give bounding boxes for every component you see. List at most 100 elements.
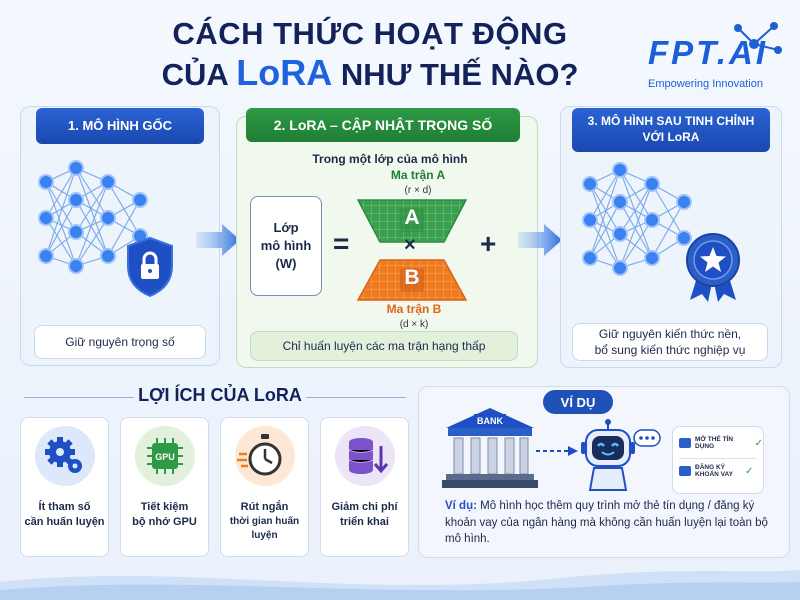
network-node <box>612 162 628 178</box>
times-sign: × <box>404 234 416 256</box>
matrix-a-dim: (r × d) <box>404 184 432 196</box>
network-node-icon <box>734 22 782 54</box>
network-node <box>100 248 116 264</box>
title-prefix: CỦA <box>161 56 228 92</box>
neural-network-icon <box>582 162 692 276</box>
benefit-text: Ít tham số cần huấn luyện <box>23 500 106 531</box>
network-node <box>582 212 598 228</box>
benefit-line-2: triển khai <box>340 516 389 529</box>
network-edge <box>619 169 653 259</box>
step3-footer: Giữ nguyên kiến thức nền, bổ sung kiến t… <box>572 323 768 361</box>
network-node <box>612 194 628 210</box>
example-description: Ví dụ: Mô hình học thêm quy trình mở thẻ… <box>445 498 775 548</box>
matrix-b-shape <box>356 259 468 301</box>
matrix-b-label: Ma trận B (d × k) <box>366 302 462 331</box>
benefit-card: Giảm chi phí triển khai <box>320 417 409 557</box>
network-node <box>612 260 628 276</box>
benefit-line-2: bộ nhớ GPU <box>132 516 197 529</box>
page-title: CÁCH THỨC HOẠT ĐỘNG CỦA LoRA NHƯ THẾ NÀO… <box>140 16 600 93</box>
dashed-arrow-icon <box>536 446 578 456</box>
logo-tagline: Empowering Innovation <box>648 78 763 90</box>
title-line-2: CỦA LoRA NHƯ THẾ NÀO? <box>140 52 600 93</box>
benefit-text: Rút ngắn thời gian huấn luyện <box>223 500 306 543</box>
network-edge <box>589 219 621 269</box>
step2-header: 2. LoRA – CẬP NHẬT TRỌNG SỐ <box>246 108 520 142</box>
network-edge <box>589 169 621 221</box>
layer-line-3: (W) <box>275 256 297 272</box>
matrix-a-letter: A <box>404 206 420 229</box>
gpu-chip-icon: GPU <box>147 438 183 474</box>
star-badge-icon <box>686 233 740 302</box>
matrix-a-name: Ma trận A <box>390 168 446 182</box>
network-edge <box>45 167 77 219</box>
step3-header: 3. MÔ HÌNH SAU TINH CHỈNH VỚI LoRA <box>572 108 770 152</box>
layer-line-2: mô hình <box>260 237 312 253</box>
model-layer-box: Lớp mô hình (W) <box>250 196 322 296</box>
network-node <box>38 174 54 190</box>
neural-network-icon <box>38 160 148 274</box>
title-suffix: NHƯ THẾ NÀO? <box>340 56 579 92</box>
network-node <box>132 192 148 208</box>
check-icon: ✓ <box>754 437 763 449</box>
network-edge <box>589 169 621 259</box>
network-node <box>612 226 628 242</box>
network-node <box>68 160 84 176</box>
network-edge <box>75 181 109 267</box>
divider <box>306 397 406 398</box>
title-highlight: LoRA <box>236 51 333 93</box>
network-edge <box>75 199 109 257</box>
step3-footer-line-2: bổ sung kiến thức nghiệp vụ <box>594 343 746 357</box>
network-node <box>644 250 660 266</box>
benefit-text: Tiết kiệm bộ nhớ GPU <box>123 500 206 531</box>
logo-text: FPT.AI <box>648 34 769 71</box>
matrix-a-shape <box>356 199 468 243</box>
benefit-line-1: Tiết kiệm <box>140 501 189 513</box>
step1-header: 1. MÔ HÌNH GỐC <box>36 108 204 144</box>
network-node <box>38 248 54 264</box>
benefit-text: Giảm chi phí triển khai <box>323 500 406 531</box>
network-node <box>100 174 116 190</box>
benefit-line-2: thời gian huấn luyện <box>229 516 300 542</box>
credit-card-icon <box>679 438 691 449</box>
network-edge <box>45 167 77 257</box>
gear-tooth <box>45 449 51 455</box>
service-label-line-2: KHOẢN VAY <box>695 471 733 479</box>
matrix-b-dim: (d × k) <box>399 318 429 330</box>
network-node <box>644 212 660 228</box>
step2-footer: Chỉ huấn luyện các ma trận hạng thấp <box>250 331 518 361</box>
stopwatch-icon <box>237 434 282 476</box>
network-node <box>68 224 84 240</box>
network-node <box>644 176 660 192</box>
service-label-line-1: ĐĂNG KÝ <box>695 464 725 471</box>
benefit-card: Ít tham số cần huấn luyện <box>20 417 109 557</box>
network-node <box>676 194 692 210</box>
network-node <box>100 210 116 226</box>
equals-sign: = <box>333 228 350 259</box>
network-edge <box>45 181 77 233</box>
network-edge <box>75 181 109 233</box>
matrix-a-label: Ma trận A (r × d) <box>370 168 466 197</box>
fpt-ai-logo: FPT.AI Empowering Innovation <box>640 18 790 98</box>
network-edge <box>107 199 141 257</box>
bank-label: BANK <box>477 416 503 426</box>
benefit-card: Rút ngắn thời gian huấn luyện <box>220 417 309 557</box>
network-edge <box>589 201 621 259</box>
service-credit-card: MỞ THẺ TÍN DỤNG ✓ <box>679 436 763 451</box>
benefit-line-1: Rút ngắn <box>240 501 289 513</box>
example-text-label: Ví dụ: <box>445 500 477 512</box>
matrix-b-letter: B <box>404 266 420 289</box>
service-label: ĐĂNG KÝ KHOẢN VAY <box>695 464 733 479</box>
network-edge <box>589 183 621 269</box>
network-node <box>582 176 598 192</box>
gpu-chip-label: GPU <box>155 452 175 462</box>
matrix-b-name: Ma trận B <box>386 302 442 316</box>
network-edge <box>75 217 109 267</box>
service-list-card: MỞ THẺ TÍN DỤNG ✓ ĐĂNG KÝ KHOẢN VAY ✓ <box>672 426 764 494</box>
database-down-icon <box>348 438 389 474</box>
gears-icon <box>45 437 82 473</box>
benefit-line-1: Giảm chi phí <box>331 501 398 513</box>
network-edge <box>651 201 685 259</box>
step3-footer-line-1: Giữ nguyên kiến thức nền, <box>598 326 742 341</box>
plus-sign: + <box>480 228 497 259</box>
example-badge: VÍ DỤ <box>543 390 613 414</box>
